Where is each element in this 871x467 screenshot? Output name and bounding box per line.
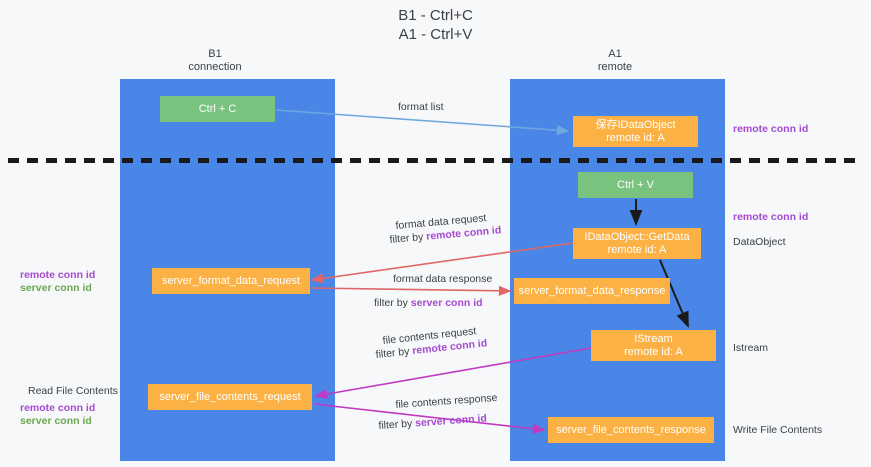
box-server-file-contents-response[interactable]: server_file_contents_response bbox=[548, 417, 714, 443]
section-divider bbox=[8, 158, 863, 163]
annotation-conn-ids-format: remote conn id server conn id bbox=[20, 269, 95, 295]
filter-key-server-conn-id: server conn id bbox=[410, 297, 483, 309]
lane-header-a1: A1 remote bbox=[597, 48, 633, 73]
annotation-server-conn-id: server conn id bbox=[20, 415, 92, 427]
label-file-contents-response: file contents response bbox=[395, 391, 498, 411]
label-file-contents-response-filter: filter by server conn id bbox=[378, 411, 487, 433]
label-format-list: format list bbox=[398, 101, 444, 113]
annotation-read-file-contents: Read File Contents bbox=[28, 385, 118, 397]
box-server-format-data-request[interactable]: server_format_data_request bbox=[152, 268, 310, 294]
annotation-remote-conn-id: remote conn id bbox=[20, 269, 96, 281]
box-save-idataobject[interactable]: 保存IDataObject remote id: A bbox=[573, 116, 698, 147]
filter-prefix: filter by bbox=[374, 297, 411, 309]
label-format-data-response: format data response bbox=[393, 273, 493, 285]
annotation-remote-conn-id-top: remote conn id bbox=[733, 123, 809, 135]
annotation-remote-conn-id: remote conn id bbox=[20, 402, 96, 414]
filter-key-server-conn-id: server conn id bbox=[414, 412, 488, 430]
annotation-write-file-contents: Write File Contents bbox=[733, 424, 823, 436]
filter-prefix: filter by bbox=[389, 230, 427, 246]
box-istream[interactable]: IStream remote id: A bbox=[591, 330, 716, 361]
annotation-conn-ids-file: remote conn id server conn id bbox=[20, 402, 95, 428]
annotation-remote-conn-id-mid: remote conn id bbox=[733, 211, 809, 223]
annotation-server-conn-id: server conn id bbox=[20, 282, 92, 294]
box-ctrl-v[interactable]: Ctrl + V bbox=[578, 172, 693, 198]
box-ctrl-c[interactable]: Ctrl + C bbox=[160, 96, 275, 122]
label-format-data-response-filter: filter by server conn id bbox=[374, 296, 483, 310]
box-idataobject-getdata[interactable]: IDataObject::GetData remote id: A bbox=[573, 228, 701, 259]
filter-prefix: filter by bbox=[378, 417, 416, 432]
lane-header-b1: B1 connection bbox=[188, 48, 242, 73]
annotation-istream: Istream bbox=[733, 342, 769, 354]
box-server-file-contents-request[interactable]: server_file_contents_request bbox=[148, 384, 312, 410]
page-title: B1 - Ctrl+C A1 - Ctrl+V bbox=[398, 7, 473, 43]
box-server-format-data-response[interactable]: server_format_data_response bbox=[514, 278, 670, 304]
filter-prefix: filter by bbox=[375, 345, 413, 361]
annotation-dataobject: DataObject bbox=[733, 236, 786, 248]
